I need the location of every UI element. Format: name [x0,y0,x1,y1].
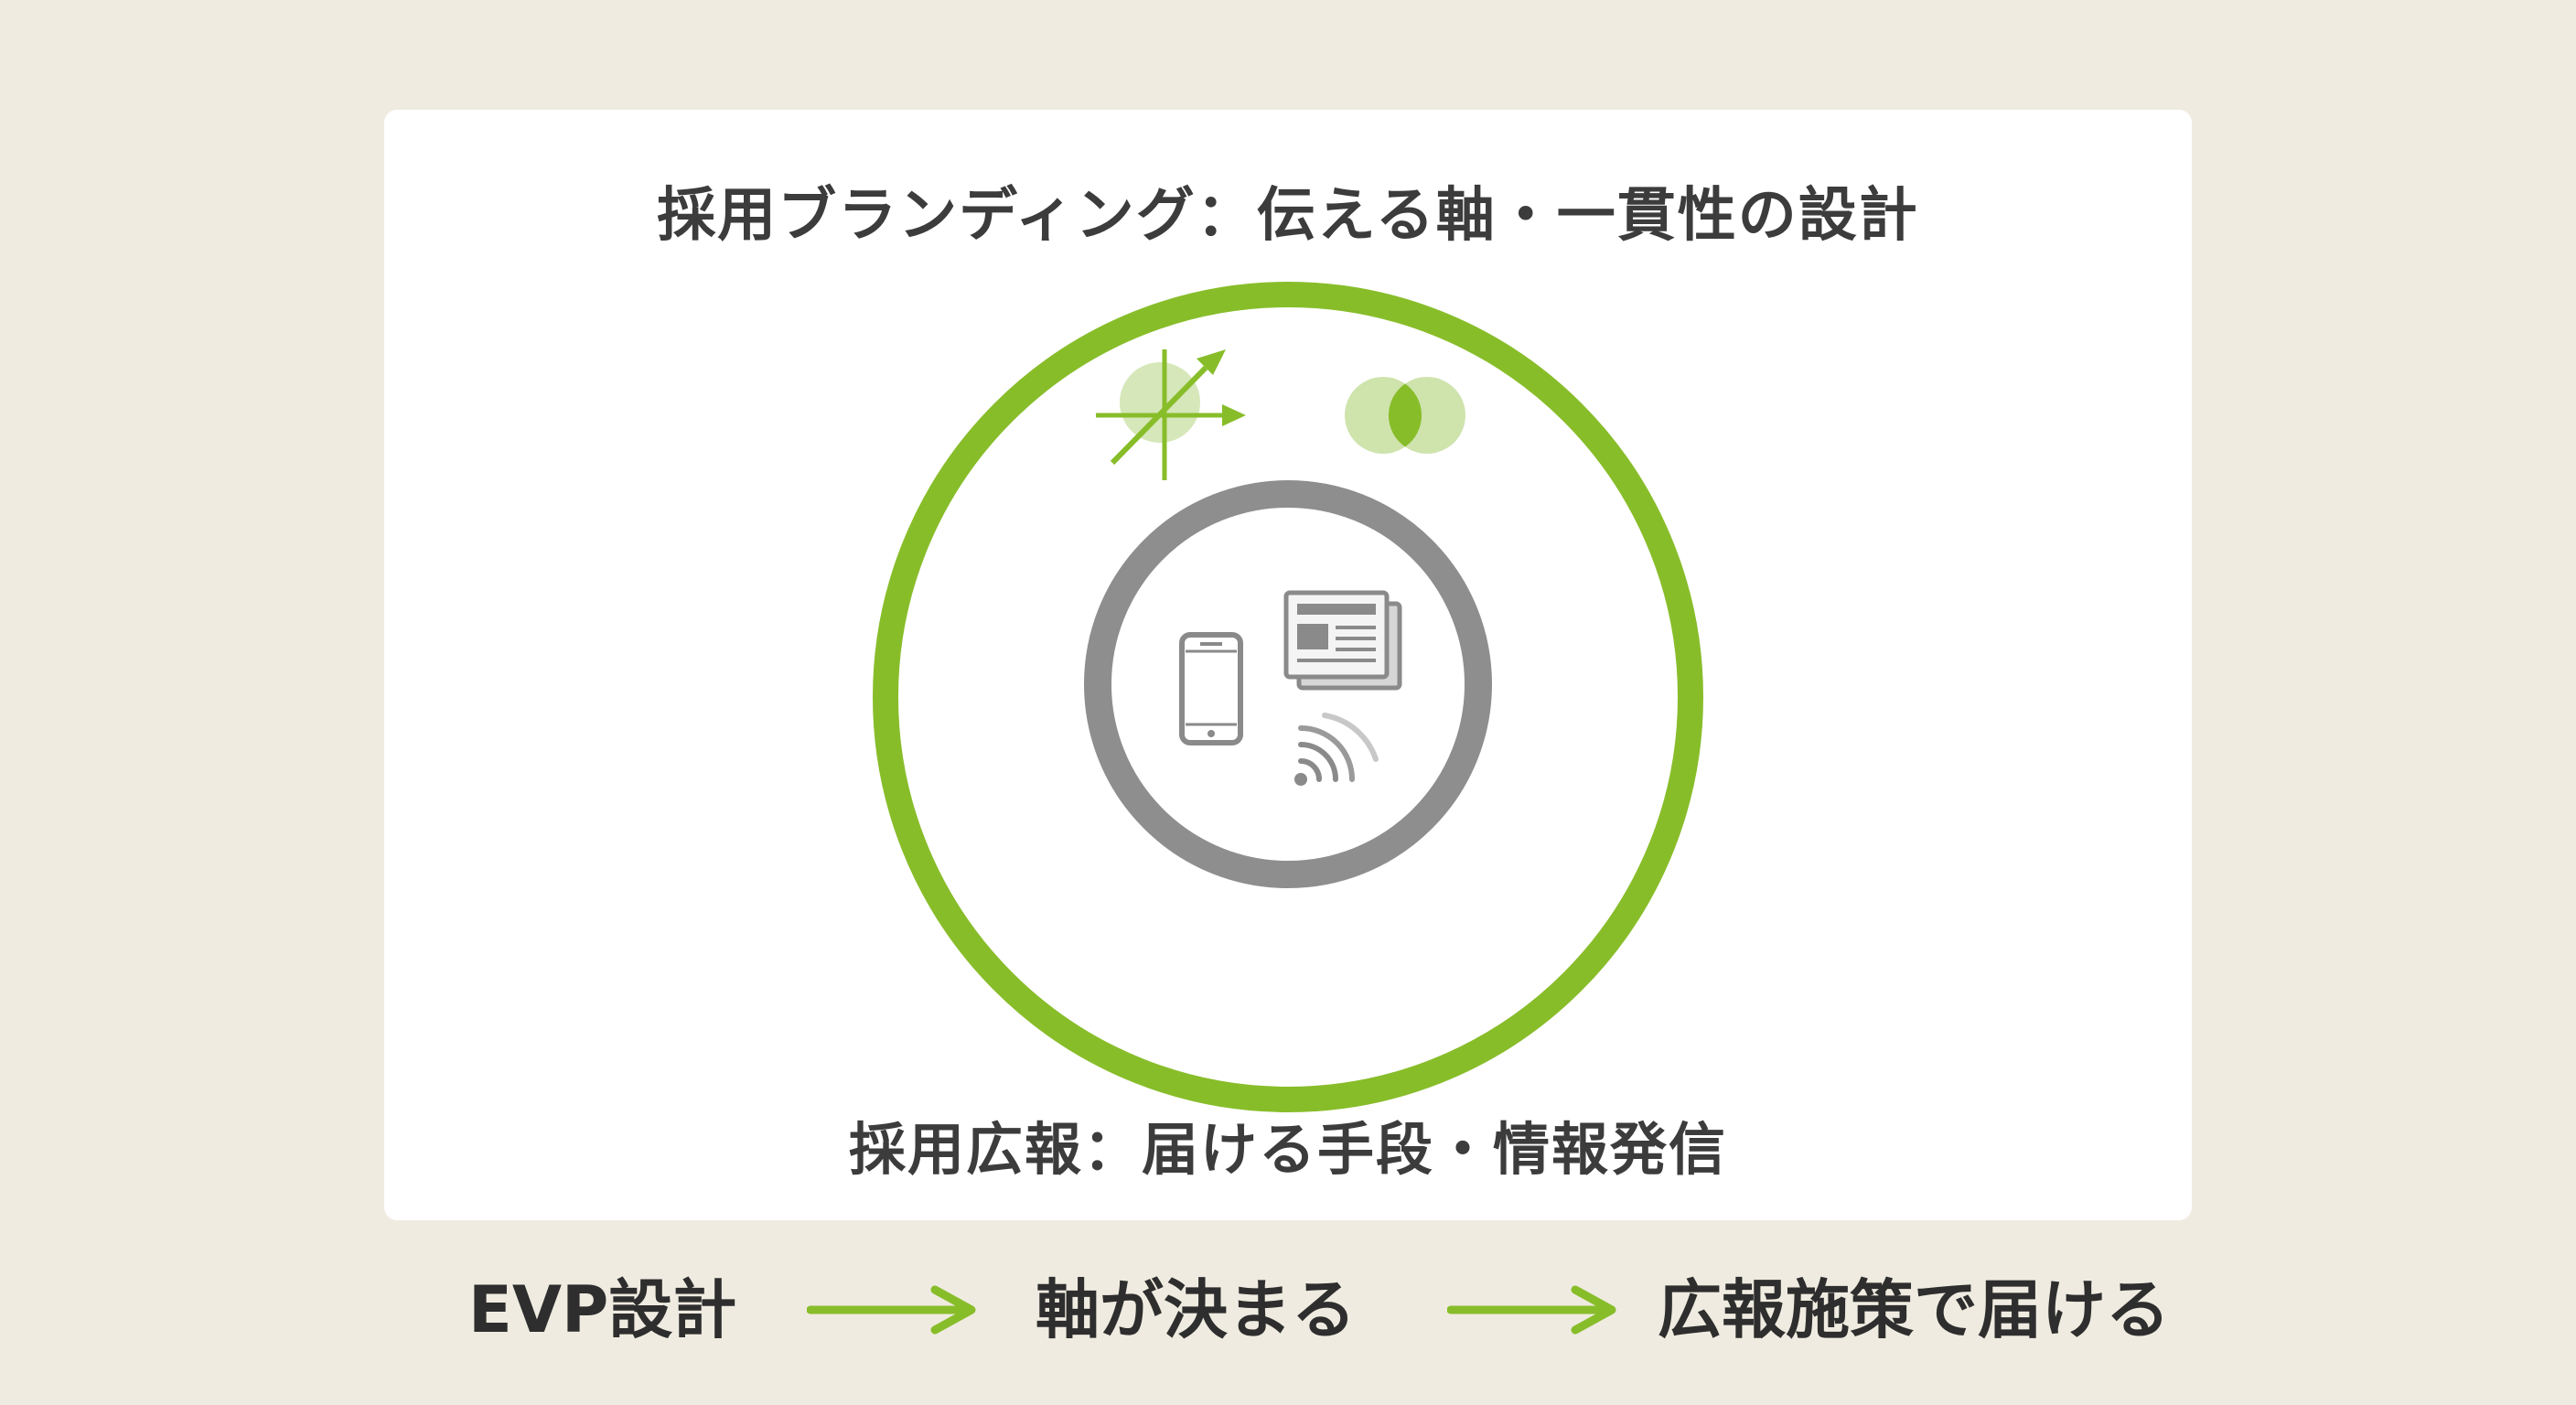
axis-arrows-icon [1096,349,1246,480]
arrow-right-icon [807,1285,976,1335]
flow-step-evp: EVP設計 [468,1272,737,1347]
newspaper-icon [1283,590,1402,691]
arrow-right-icon [1447,1285,1616,1335]
venn-overlap-icon [1345,377,1465,454]
flow-step-axis: 軸が決まる [1036,1272,1356,1347]
pr-inner-ring [1084,480,1492,888]
inner-caption: 採用広報：届ける手段・情報発信 [848,1116,1727,1183]
branding-outer-ring [873,282,1703,1112]
diagram-title: 採用ブランディング：伝える軸・一貫性の設計 [657,182,1919,250]
flow-step-pr: 広報施策で届ける [1658,1272,2170,1347]
broadcast-waves-icon [1294,713,1379,786]
smartphone-icon [1179,632,1243,745]
